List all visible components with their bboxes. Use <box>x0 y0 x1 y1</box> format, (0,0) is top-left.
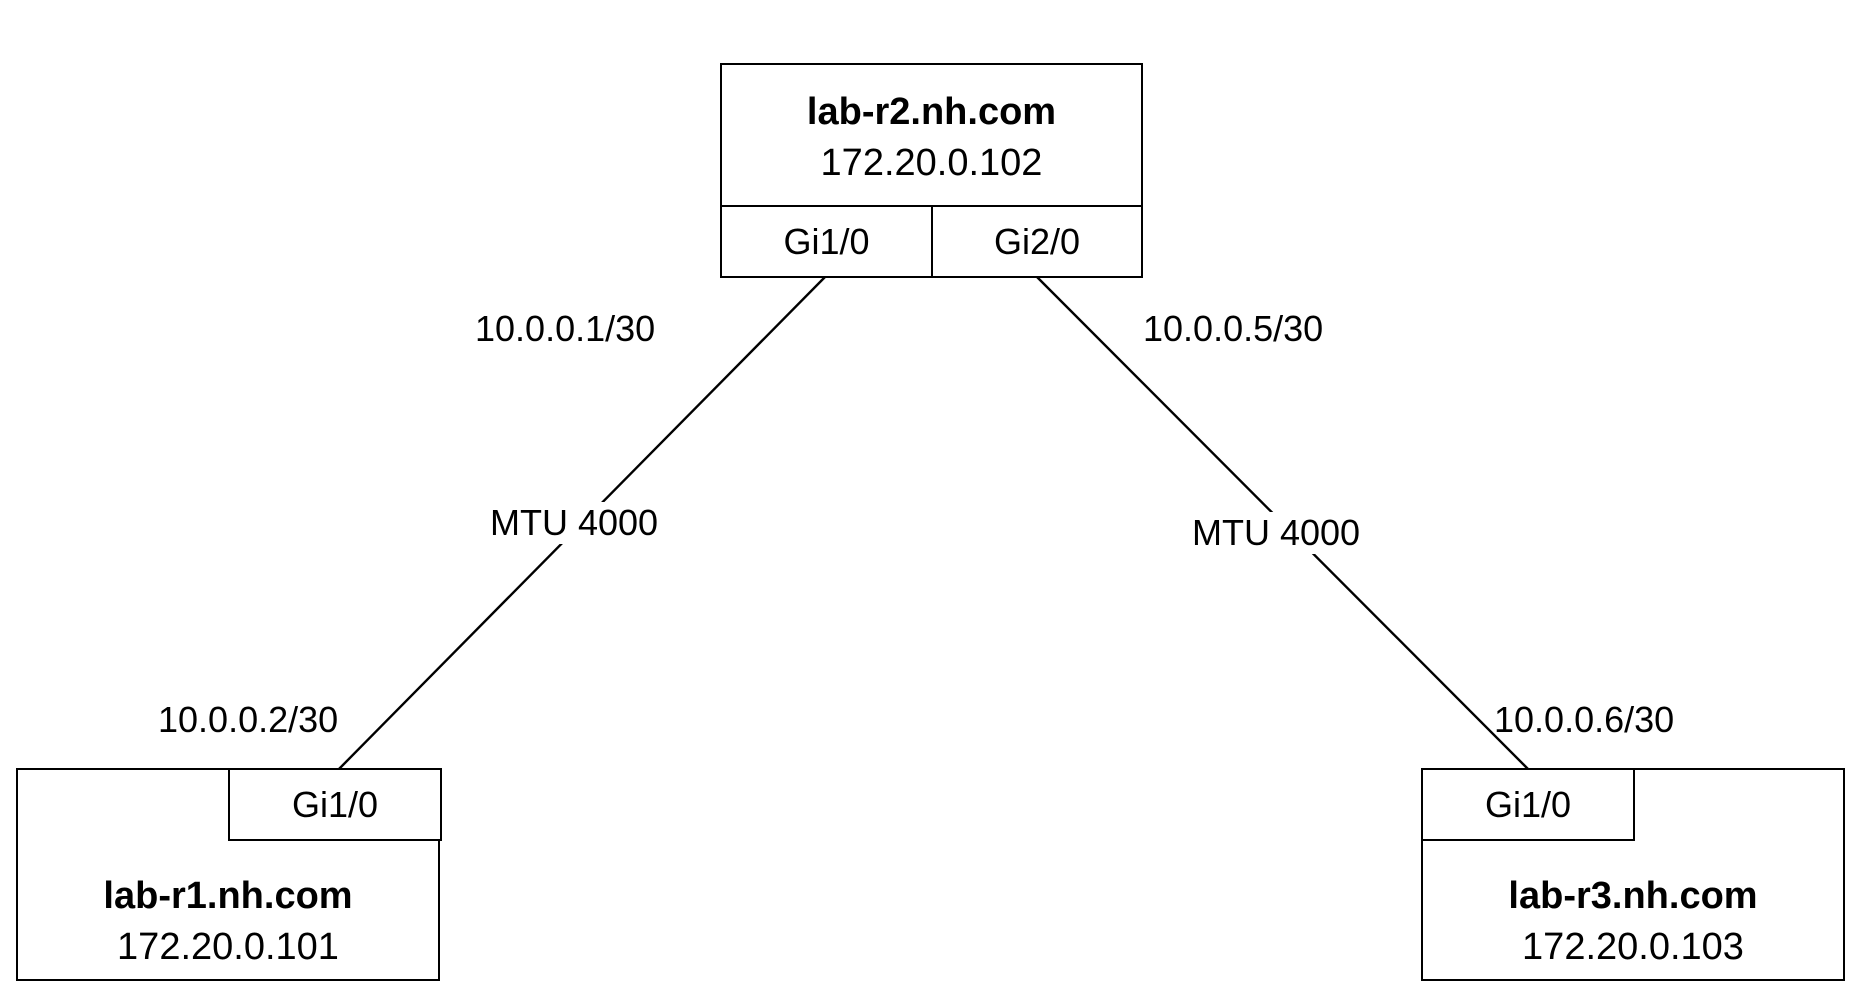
router-r2-mgmt-ip: 172.20.0.102 <box>820 142 1043 184</box>
router-r2-port-gi2-0: Gi2/0 <box>931 205 1143 278</box>
link-r2-r1-ip-b: 10.0.0.2/30 <box>158 699 339 740</box>
router-r3-mgmt-ip: 172.20.0.103 <box>1522 926 1744 968</box>
link-r2-r1-mtu: MTU 4000 <box>486 502 663 544</box>
router-r2-hostname: lab-r2.nh.com <box>806 91 1057 133</box>
router-r1-mgmt-ip: 172.20.0.101 <box>117 926 339 968</box>
router-r2: lab-r2.nh.com 172.20.0.102 Gi1/0 Gi2/0 <box>720 63 1143 278</box>
router-r1-port-gi1-0: Gi1/0 <box>228 768 442 841</box>
router-r1-hostname: lab-r1.nh.com <box>103 875 353 917</box>
link-r2-r1-ip-a: 10.0.0.1/30 <box>475 308 656 349</box>
link-r2-r3-ip-b: 10.0.0.6/30 <box>1494 699 1675 740</box>
router-r1: Gi1/0 lab-r1.nh.com 172.20.0.101 <box>16 768 442 981</box>
link-r2-r3-ip-a: 10.0.0.5/30 <box>1143 308 1324 349</box>
router-r2-port-gi1-0: Gi1/0 <box>720 205 933 278</box>
router-r3: Gi1/0 lab-r3.nh.com 172.20.0.103 <box>1421 768 1845 981</box>
link-r2-r3-mtu: MTU 4000 <box>1188 512 1365 554</box>
router-r3-hostname: lab-r3.nh.com <box>1508 875 1758 917</box>
router-r3-port-gi1-0: Gi1/0 <box>1421 768 1635 841</box>
